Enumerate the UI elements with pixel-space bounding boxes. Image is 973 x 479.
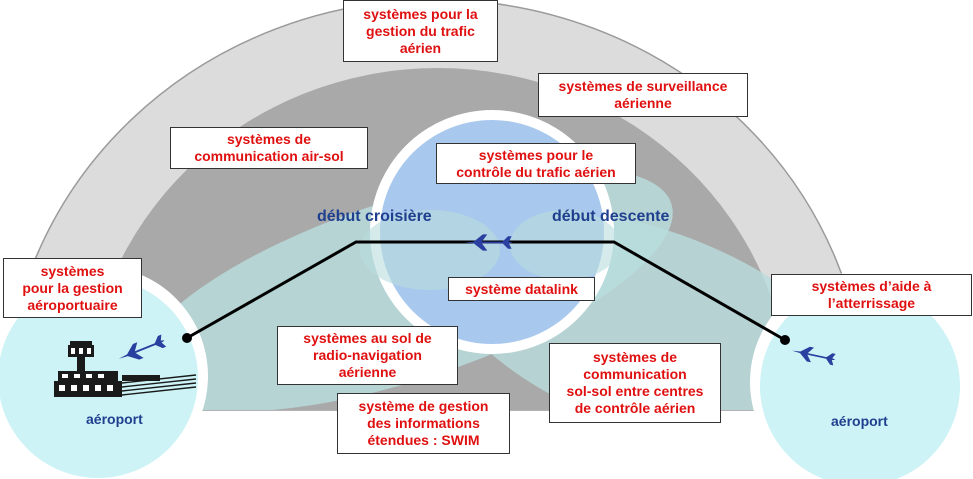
teal-overlap-right [510,210,620,280]
cruise-start-label: début croisière [317,208,432,225]
atm-systems-label: systèmes pour la gestion du trafic aérie… [343,0,498,62]
right-airport-label: aéroport [831,413,888,429]
atc-systems-label: systèmes pour le contrôle du trafic aéri… [436,143,636,184]
ground-comm-label: systèmes de communication sol-sol entre … [549,343,721,423]
departure-point [182,333,192,343]
descent-start-label: début descente [552,208,670,225]
left-airport-label: aéroport [86,411,143,427]
datalink-label: système datalink [448,277,595,301]
radionav-label: systèmes au sol de radio-navigation aéri… [277,326,458,385]
swim-label: système de gestion des informations éten… [337,393,510,454]
landing-aid-label: systèmes d’aide à l’atterrissage [771,274,972,316]
airport-mgmt-label: systèmes pour la gestion aéroportuaire [3,258,142,318]
air-ground-comm-label: systèmes de communication air-sol [170,127,368,169]
arrival-point [780,335,790,345]
right-airport-circle [760,286,960,479]
surveillance-systems-label: systèmes de surveillance aérienne [538,73,748,117]
teal-overlap-left [360,210,500,290]
